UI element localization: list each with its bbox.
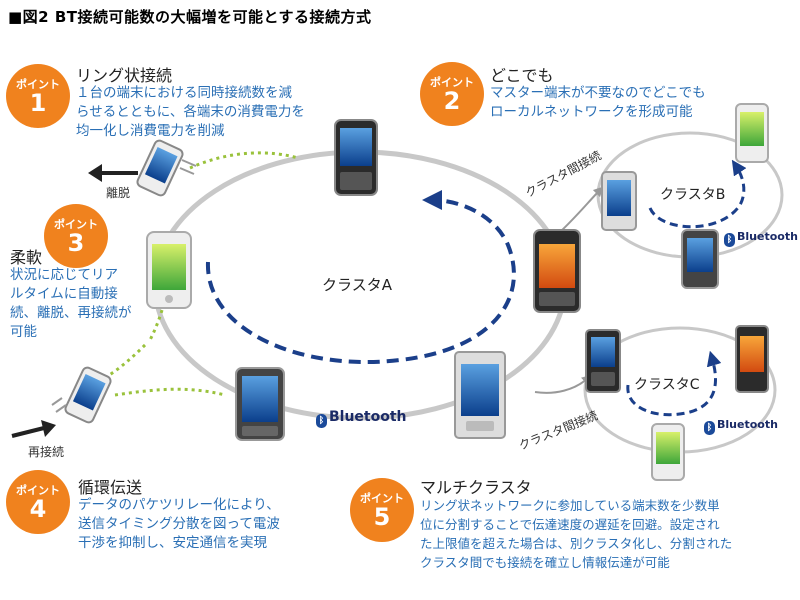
point-1-desc: １台の端末における同時接続数を減 らせるとともに、各端末の消費電力を 均一化し消… [76,84,305,141]
point-2-number: 2 [443,87,461,115]
point-5-desc-line: 位に分割することで伝達速度の遅延を回避。設定され [420,517,720,532]
bluetooth-text: Bluetooth [737,230,798,243]
cluster-b-label: クラスタB [660,187,726,203]
point-2-badge: ポイント 2 [420,62,484,126]
point-2-heading: どこでも [490,66,554,85]
phone-device-leaving [136,139,184,197]
point-3-desc-line: 可能 [10,324,37,340]
point-5-desc-line: リング状ネットワークに参加している端末数を少数単 [420,498,720,513]
leave-arrowhead [88,164,102,182]
reconnect-arrow [11,426,45,438]
figure-title: ■図2 BT接続可能数の大幅増を可能とする接続方式 [8,8,372,26]
point-3-badge-label: ポイント [54,218,98,231]
point-4-heading: 循環伝送 [78,478,143,497]
point-3-desc-line: 続、離脱、再接続が [10,305,132,321]
cluster-c-device-right [735,325,769,393]
reconnect-label: 再接続 [28,445,65,459]
point-3-desc: 状況に応じてリア ルタイムに自動接 続、離脱、再接続が 可能 [10,266,132,342]
point-2-desc: マスター端末が不要なのでどこでも ローカルネットワークを形成可能 [490,84,706,122]
point-5-badge-label: ポイント [360,492,404,505]
point-3-heading: 柔軟 [10,248,43,267]
bluetooth-icon: ᛒ [724,233,735,247]
point-3-badge: ポイント 3 [44,204,108,268]
dotted-link-bottom [114,387,226,397]
reconnect-arrowhead [41,420,56,437]
point-5-desc-line: クラスタ間でも接続を確立し情報伝達が可能 [420,555,670,570]
point-5-badge: ポイント 5 [350,478,414,542]
point-1-desc-line: 均一化し消費電力を削減 [76,123,225,139]
phone-device-bottom-left [235,367,285,441]
point-2-badge-label: ポイント [430,76,474,89]
point-1-badge: ポイント 1 [6,64,70,128]
point-2-desc-line: ローカルネットワークを形成可能 [490,104,693,120]
point-3-desc-line: ルタイムに自動接 [10,286,118,302]
point-2-desc-line: マスター端末が不要なのでどこでも [490,85,706,101]
point-1-number: 1 [29,89,47,117]
inter-cluster-link-b [559,186,604,233]
point-5-number: 5 [373,503,391,531]
leave-label: 離脱 [106,186,131,200]
cluster-a-flow-arrow [205,190,516,365]
bluetooth-icon: ᛒ [316,414,327,428]
bluetooth-icon: ᛒ [704,421,715,435]
cluster-b-device-bottom [681,229,719,289]
phone-device-top [334,119,378,196]
cluster-c-flow-arrow [626,350,722,417]
leave-motion-lines [179,159,197,175]
cluster-c-label: クラスタC [634,377,700,393]
point-1-desc-line: １台の端末における同時接続数を減 [76,85,292,101]
dotted-link-top [189,151,299,170]
phone-device-right [533,229,581,313]
point-5-desc-line: た上限値を超えた場合は、別クラスタ化し、分割された [420,536,733,551]
cluster-b-device-top [735,103,769,163]
dotted-link-reconnect [99,343,147,382]
inter-cluster-link-c [534,374,592,394]
point-1-heading: リング状接続 [76,66,173,85]
point-1-desc-line: らせるとともに、各端末の消費電力を [76,104,305,120]
point-4-desc: データのパケツリレー化により、 送信タイミング分散を図って電波 干渉を抑制し、安… [78,496,280,553]
point-5-desc: リング状ネットワークに参加している端末数を少数単 位に分割することで伝達速度の遅… [420,496,732,572]
phone-device-left [146,231,192,309]
cluster-c-device-bottom [651,423,685,481]
point-3-desc-line: 状況に応じてリア [10,267,118,283]
point-4-badge-label: ポイント [16,484,60,497]
point-4-badge: ポイント 4 [6,470,70,534]
cluster-b-flow-arrow [648,159,747,229]
point-4-desc-line: 送信タイミング分散を図って電波 [78,516,280,532]
point-4-number: 4 [29,495,47,523]
cluster-c-device-left [585,329,621,393]
point-3-number: 3 [67,229,85,257]
point-4-desc-line: 干渉を抑制し、安定通信を実現 [78,535,267,551]
point-5-heading: マルチクラスタ [420,478,532,497]
point-1-badge-label: ポイント [16,78,60,91]
cluster-a-label: クラスタA [322,276,392,294]
phone-device-bottom-right [454,351,506,439]
cluster-b-device-left [601,171,637,231]
reconnect-motion-lines [51,397,67,413]
bluetooth-text: Bluetooth [717,418,778,431]
phone-device-reconnecting [64,366,112,424]
point-4-desc-line: データのパケツリレー化により、 [78,497,280,513]
bluetooth-text: Bluetooth [329,409,407,425]
